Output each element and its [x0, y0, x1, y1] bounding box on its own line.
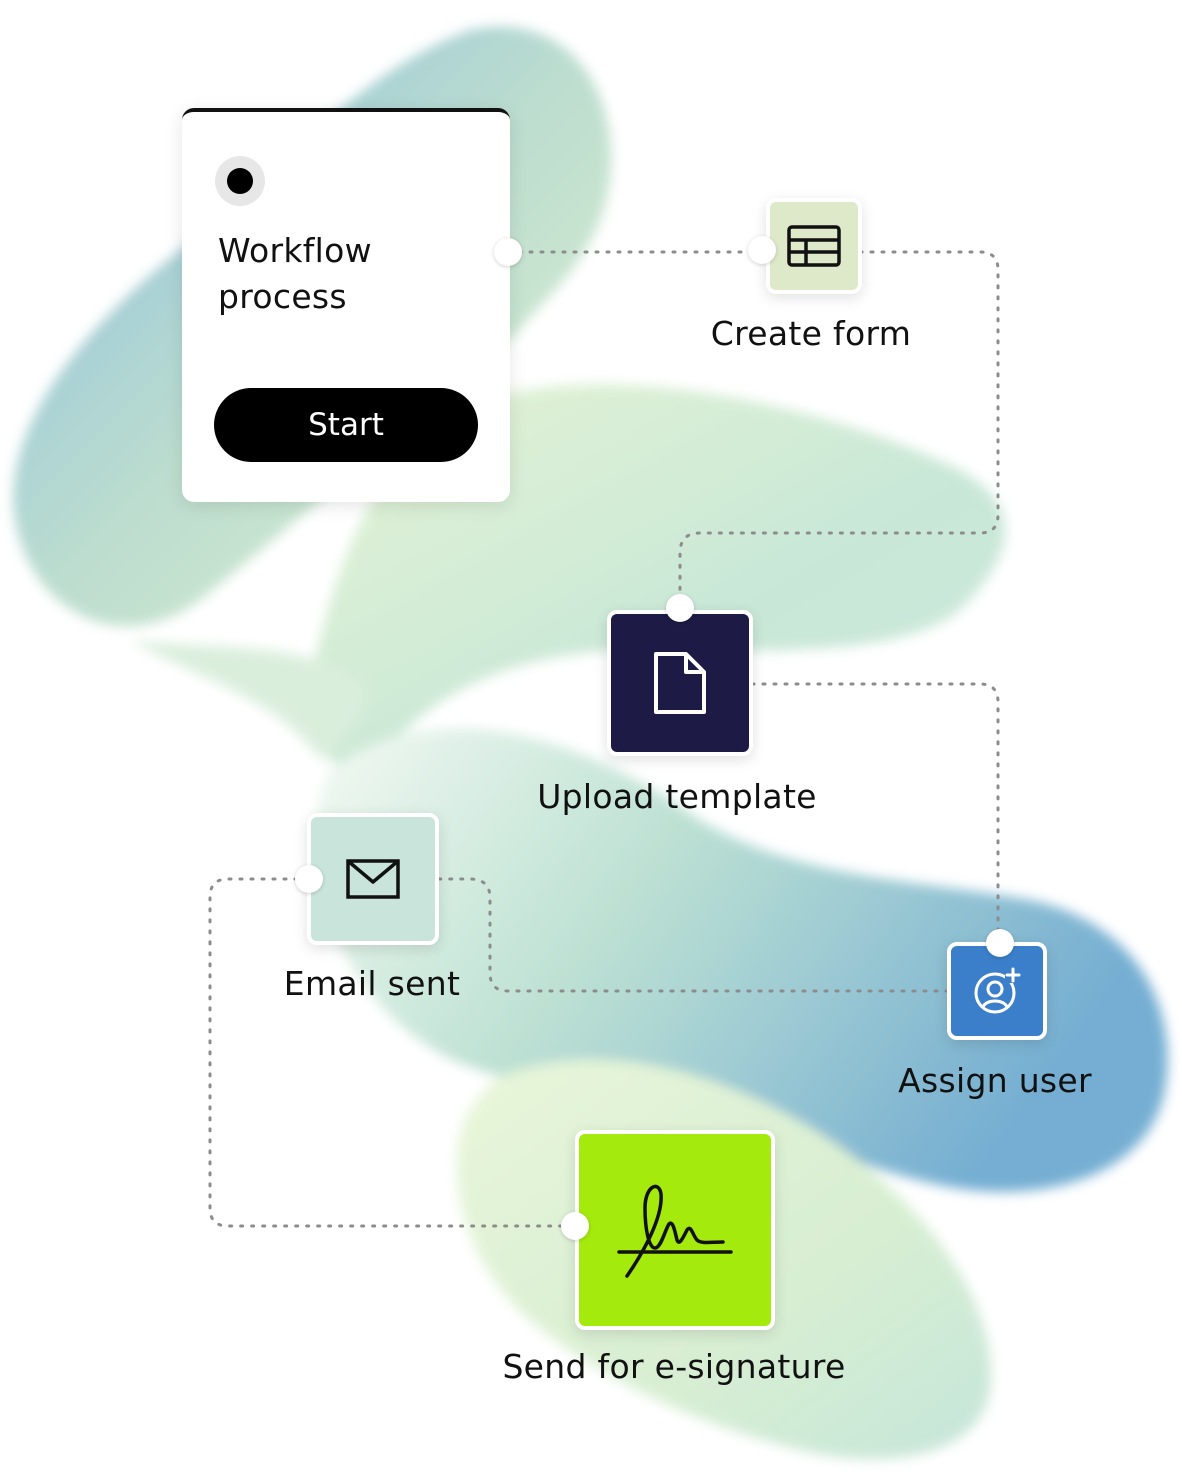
upload-template-label: Upload template: [537, 777, 817, 816]
workflow-title: Workflow process: [218, 231, 372, 316]
status-dot-icon: [227, 168, 253, 194]
document-icon: [654, 652, 706, 714]
port-upload-template-in: [666, 594, 694, 622]
port-esignature-in: [561, 1212, 589, 1240]
upload-template-node[interactable]: [607, 610, 753, 756]
create-form-node[interactable]: [766, 198, 862, 294]
envelope-icon: [346, 859, 400, 899]
connector-assign-user-to-email-sent: [418, 877, 950, 993]
assign-user-label: Assign user: [898, 1061, 1092, 1100]
add-user-icon: [974, 967, 1021, 1014]
start-button[interactable]: Start: [214, 388, 478, 462]
signature-icon: [617, 1184, 733, 1278]
send-esignature-node[interactable]: [575, 1130, 775, 1330]
workflow-card: Workflow process Start: [182, 108, 510, 502]
send-esignature-label: Send for e-signature: [502, 1347, 846, 1386]
port-assign-user-in: [986, 929, 1014, 957]
port-create-form-in: [748, 236, 776, 264]
port-email-sent-in: [295, 865, 323, 893]
email-sent-label: Email sent: [283, 964, 461, 1003]
port-card-out: [494, 238, 522, 266]
status-indicator: [215, 156, 265, 206]
table-icon: [787, 225, 841, 267]
connector-email-sent-to-esignature: [208, 877, 577, 1228]
assign-user-node[interactable]: [947, 942, 1047, 1040]
email-sent-node[interactable]: [307, 813, 439, 945]
connector-upload-template-to-assign-user: [750, 682, 1000, 944]
create-form-label: Create form: [710, 314, 912, 353]
connector-create-form-to-upload-template: [678, 250, 1000, 610]
